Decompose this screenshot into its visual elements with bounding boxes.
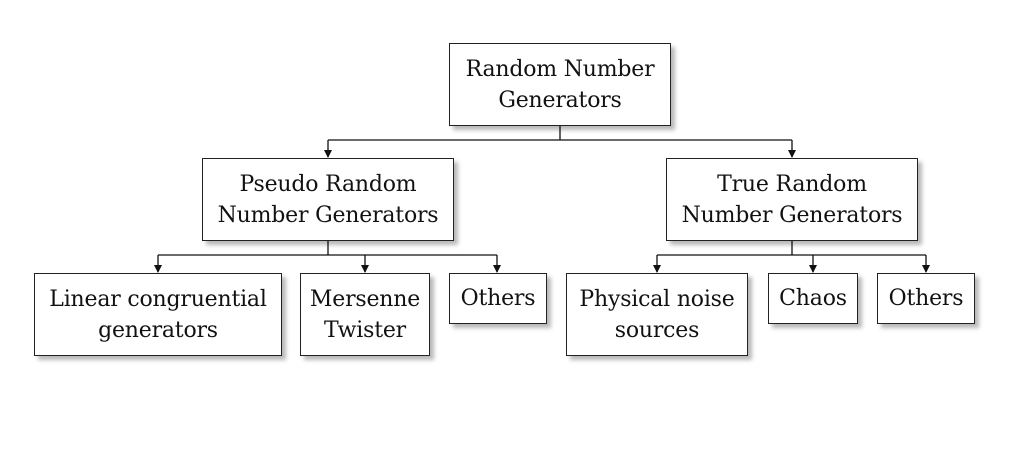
node-mersenne-twister: Mersenne Twister [300,273,430,356]
node-trng-others: Others [877,273,975,324]
node-label: Linear congruential generators [49,286,267,343]
node-chaos: Chaos [768,273,858,324]
node-true-random-number-generators: True Random Number Generators [666,158,918,241]
node-label: Mersenne Twister [309,286,421,343]
node-label: Physical noise sources [579,286,735,343]
node-label: Random Number Generators [465,56,655,113]
prng-connector [154,241,501,273]
node-label: Others [888,286,964,311]
node-pseudo-random-number-generators: Pseudo Random Number Generators [202,158,454,241]
node-label: True Random Number Generators [681,171,903,228]
node-label: Chaos [779,286,847,311]
trng-connector [653,241,930,273]
node-linear-congruential-generators: Linear congruential generators [34,273,282,356]
node-physical-noise-sources: Physical noise sources [566,273,748,356]
node-label: Pseudo Random Number Generators [217,171,439,228]
node-label: Others [460,286,536,311]
node-prng-others: Others [449,273,547,324]
root-connector [324,126,796,158]
node-random-number-generators: Random Number Generators [449,43,671,126]
